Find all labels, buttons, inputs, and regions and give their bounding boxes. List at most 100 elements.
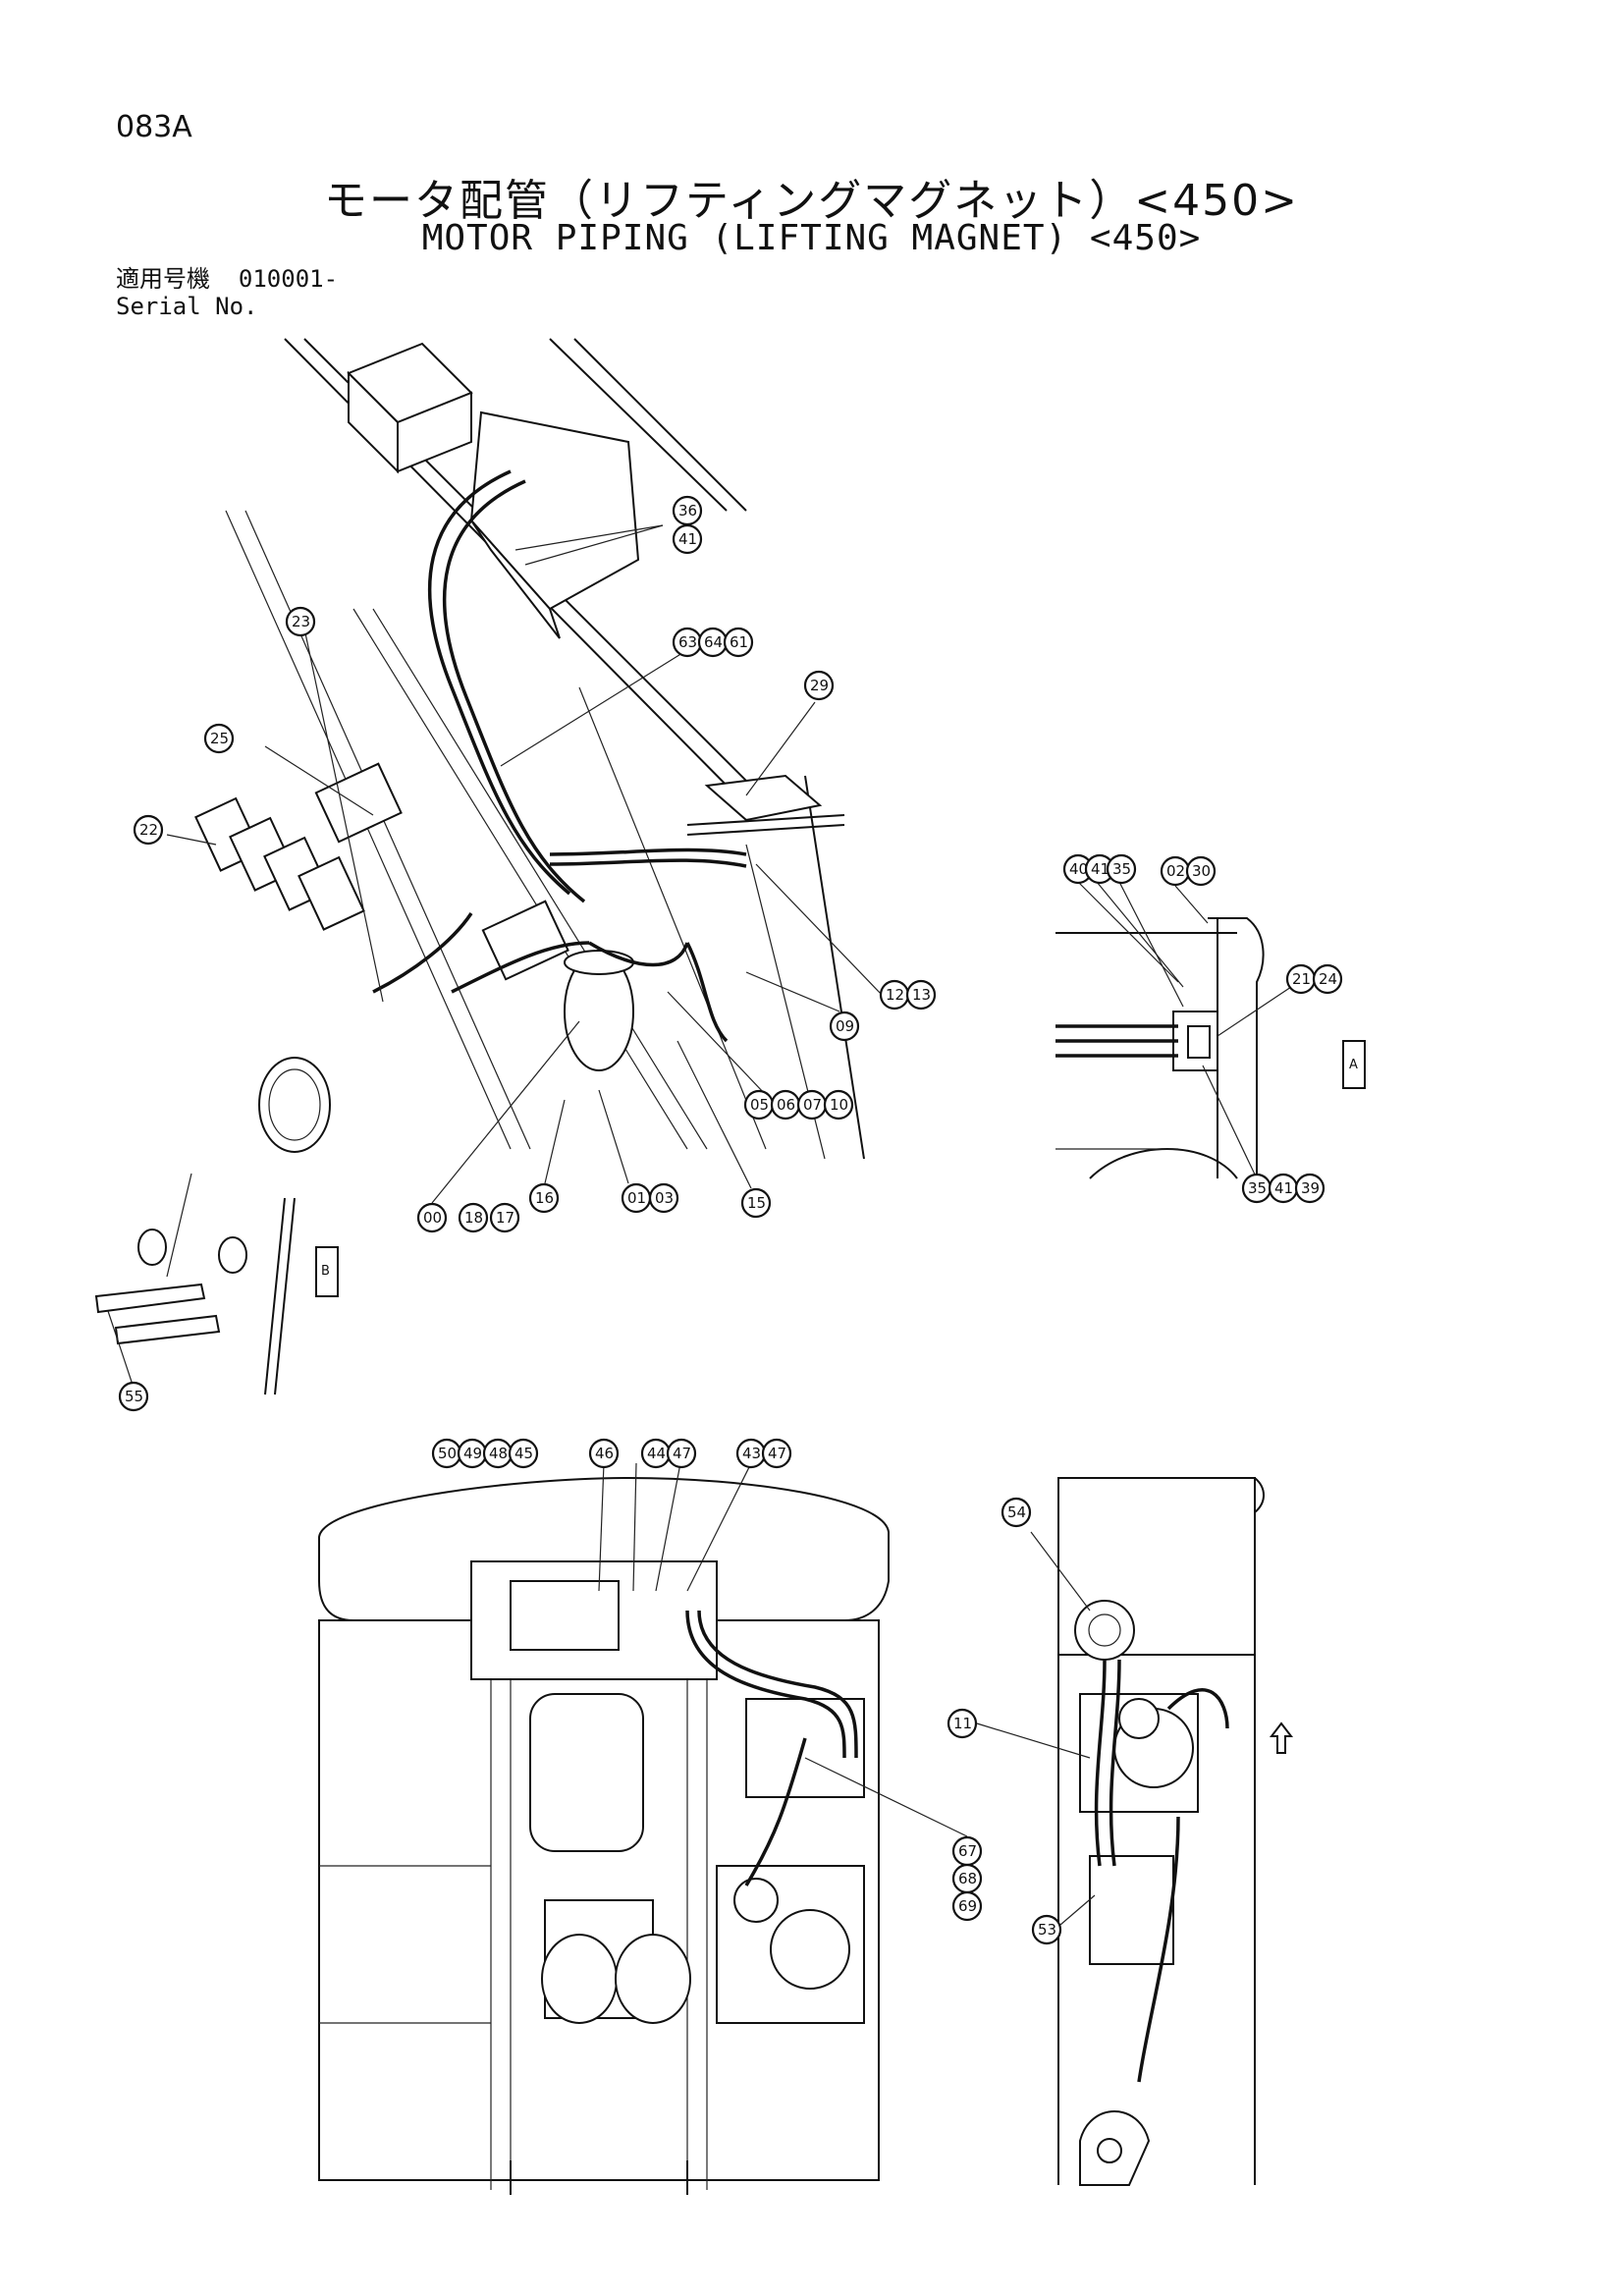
callout-39: 39	[1294, 1173, 1325, 1204]
svg-text:09: 09	[836, 1017, 854, 1035]
svg-text:53: 53	[1038, 1921, 1056, 1939]
callout-69: 69	[951, 1890, 983, 1922]
svg-text:05: 05	[750, 1096, 769, 1114]
svg-text:63: 63	[678, 633, 697, 651]
callout-43: 43	[735, 1438, 767, 1469]
callout-15: 15	[740, 1187, 772, 1219]
svg-text:36: 36	[678, 502, 697, 519]
callout-53: 53	[1031, 1914, 1062, 1945]
serial-block: 適用号機 010001- Serial No.	[116, 265, 338, 320]
callout-41-view-a-bottom: 41	[1268, 1173, 1299, 1204]
callout-63: 63	[672, 627, 703, 658]
detail-view-b: B	[94, 1173, 339, 1395]
svg-text:18: 18	[464, 1209, 483, 1227]
isometric-view	[166, 338, 885, 1204]
svg-text:29: 29	[810, 677, 829, 694]
svg-text:50: 50	[438, 1445, 457, 1462]
callout-55: 55	[118, 1381, 149, 1412]
callout-11: 11	[947, 1708, 978, 1739]
detail-view-a: A	[1055, 881, 1366, 1179]
svg-text:69: 69	[958, 1897, 977, 1915]
svg-text:49: 49	[463, 1445, 482, 1462]
callout-35-view-a-top: 35	[1106, 853, 1137, 885]
callout-67: 67	[951, 1835, 983, 1867]
callout-17: 17	[489, 1202, 520, 1233]
callout-41-view-a-top: 41	[1084, 853, 1115, 885]
side-view	[976, 1477, 1294, 2186]
svg-text:00: 00	[423, 1209, 442, 1227]
callout-10: 10	[823, 1089, 854, 1121]
callout-00: 00	[416, 1202, 448, 1233]
serial-label-en: Serial No.	[116, 293, 258, 320]
callout-16: 16	[528, 1182, 560, 1214]
svg-text:01: 01	[627, 1189, 646, 1207]
title-english: MOTOR PIPING (LIFTING MAGNET) <450>	[421, 218, 1202, 258]
callout-21: 21	[1285, 963, 1317, 995]
callout-06: 06	[770, 1089, 801, 1121]
callout-13: 13	[905, 979, 937, 1011]
plan-view	[318, 1462, 968, 2195]
svg-text:43: 43	[742, 1445, 761, 1462]
serial-value: 010001-	[238, 265, 339, 293]
callout-05: 05	[743, 1089, 775, 1121]
callout-01: 01	[621, 1182, 652, 1214]
callout-35-view-a-bottom: 35	[1241, 1173, 1272, 1204]
svg-text:25: 25	[210, 730, 229, 747]
view-tag-a: A	[1349, 1058, 1358, 1072]
callout-49: 49	[457, 1438, 488, 1469]
callout-23: 23	[285, 606, 316, 637]
svg-text:68: 68	[958, 1870, 977, 1887]
callout-68: 68	[951, 1863, 983, 1894]
svg-text:41: 41	[678, 530, 697, 548]
svg-text:24: 24	[1319, 970, 1337, 988]
svg-text:15: 15	[747, 1194, 766, 1212]
svg-text:55: 55	[125, 1388, 143, 1405]
callout-02: 02	[1160, 855, 1191, 887]
svg-text:06: 06	[777, 1096, 795, 1114]
callout-50: 50	[431, 1438, 462, 1469]
svg-text:45: 45	[514, 1445, 533, 1462]
callout-30: 30	[1185, 855, 1217, 887]
svg-text:10: 10	[830, 1096, 848, 1114]
callout-47-b: 47	[761, 1438, 792, 1469]
svg-text:54: 54	[1007, 1503, 1026, 1521]
callout-64: 64	[697, 627, 729, 658]
callout-24: 24	[1312, 963, 1343, 995]
svg-text:67: 67	[958, 1842, 977, 1860]
callout-41: 41	[672, 523, 703, 555]
svg-text:39: 39	[1301, 1179, 1320, 1197]
svg-text:17: 17	[496, 1209, 514, 1227]
svg-text:11: 11	[953, 1715, 972, 1732]
svg-text:13: 13	[912, 986, 931, 1004]
callout-12: 12	[879, 979, 910, 1011]
serial-label-jp: 適用号機	[116, 265, 210, 293]
title-japanese: モータ配管（リフティングマグネット）<450>	[323, 176, 1300, 226]
callout-09: 09	[829, 1011, 860, 1042]
svg-text:61: 61	[730, 633, 748, 651]
svg-text:46: 46	[595, 1445, 614, 1462]
svg-text:12: 12	[886, 986, 904, 1004]
svg-text:41: 41	[1091, 860, 1109, 878]
callout-07: 07	[796, 1089, 828, 1121]
callout-54: 54	[1001, 1497, 1032, 1528]
svg-text:21: 21	[1292, 970, 1311, 988]
callout-29: 29	[803, 670, 835, 701]
svg-text:44: 44	[647, 1445, 666, 1462]
svg-text:64: 64	[704, 633, 723, 651]
svg-text:40: 40	[1069, 860, 1088, 878]
callout-balloons: 36 41 63 64 61 23 29 25 22 12 13 09 05 0…	[118, 495, 1343, 1945]
callout-03: 03	[648, 1182, 679, 1214]
svg-text:35: 35	[1248, 1179, 1267, 1197]
up-arrow-icon	[1269, 1722, 1294, 1754]
callout-25: 25	[203, 723, 235, 754]
svg-text:47: 47	[768, 1445, 786, 1462]
view-tag-b: B	[321, 1264, 330, 1279]
callout-61: 61	[723, 627, 754, 658]
callout-48: 48	[482, 1438, 514, 1469]
callout-47-a: 47	[666, 1438, 697, 1469]
svg-text:48: 48	[489, 1445, 508, 1462]
page-code: 083A	[116, 110, 192, 144]
callout-46: 46	[588, 1438, 620, 1469]
svg-text:03: 03	[655, 1189, 674, 1207]
